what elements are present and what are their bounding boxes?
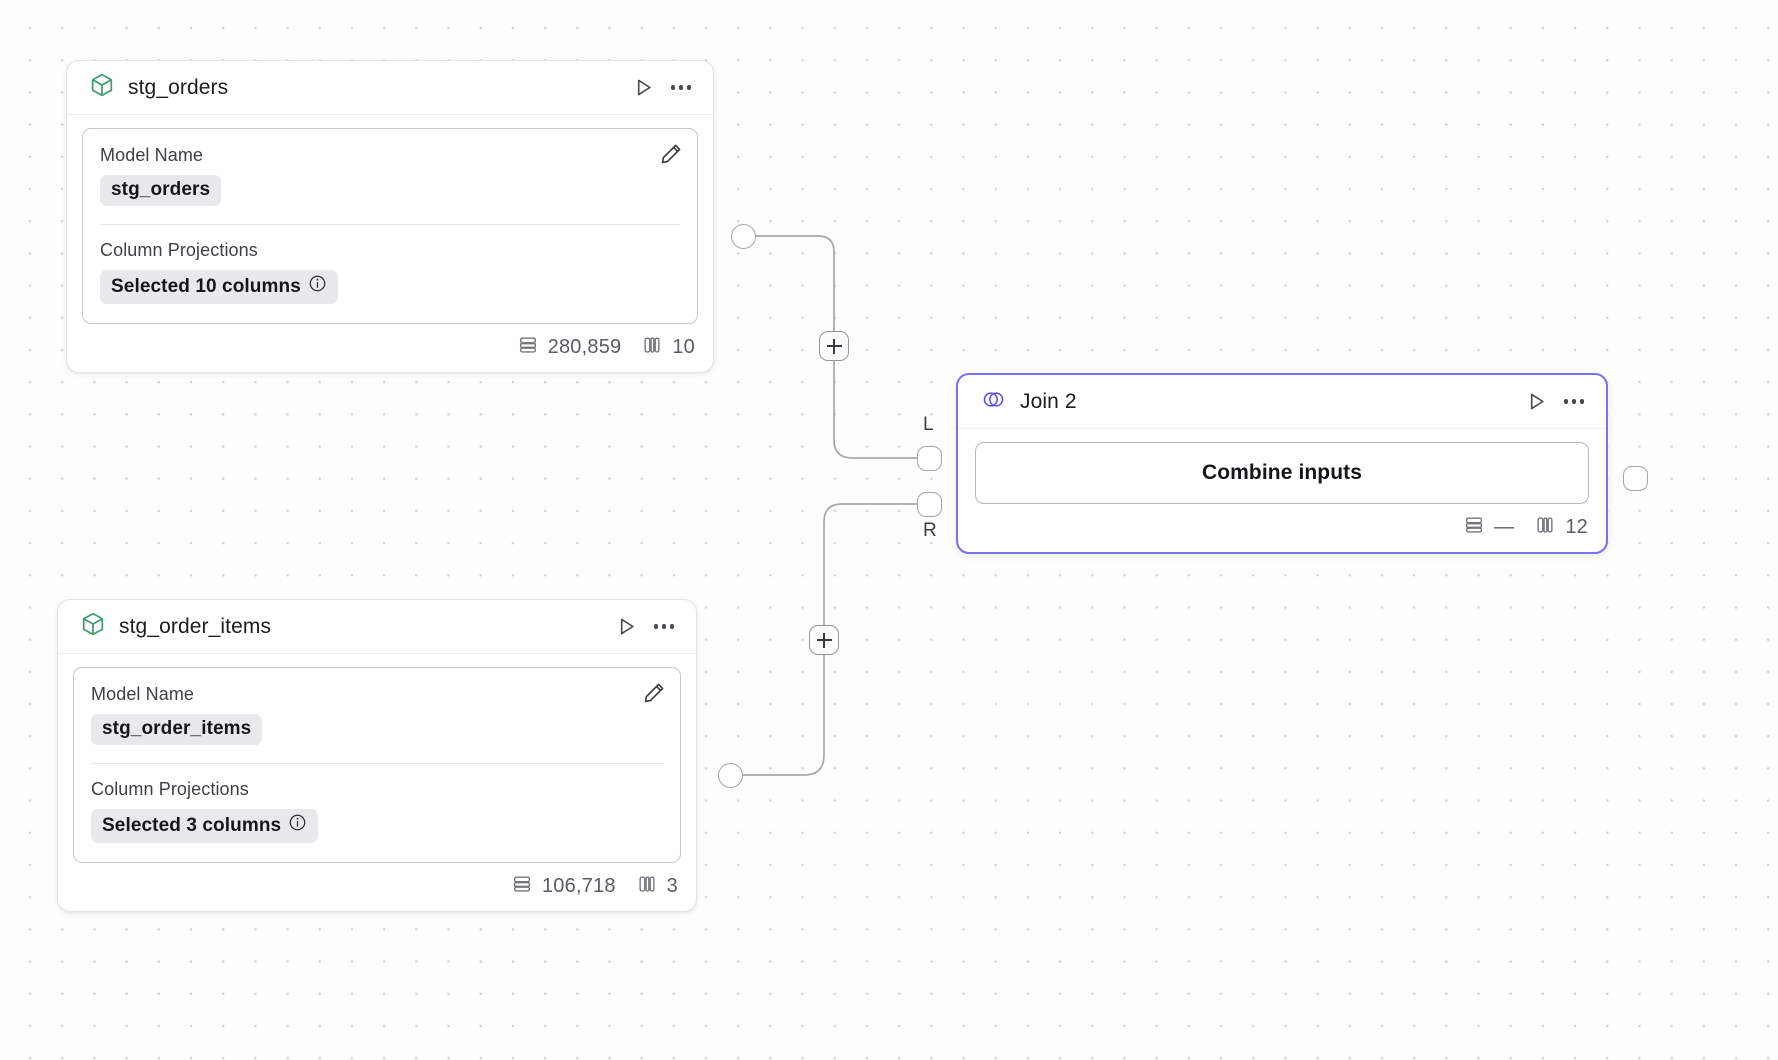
edit-pencil-icon[interactable] — [659, 142, 683, 166]
dots-glyph — [1563, 399, 1585, 404]
model-node-stg-order-items[interactable]: stg_order_items — [57, 599, 697, 912]
model-name-label: Model Name — [100, 145, 204, 165]
node-title: Join 2 — [1020, 389, 1077, 413]
row-count-stat: — — [1463, 514, 1514, 542]
cube-icon — [80, 611, 106, 642]
model-config-panel: Model Name stg_order_items Column Projec… — [73, 667, 681, 863]
add-node-on-edge-bottom[interactable] — [809, 625, 839, 655]
column-projections-label: Column Projections — [100, 240, 258, 260]
column-projections-text: Selected 10 columns — [111, 275, 301, 297]
panel-divider — [100, 224, 680, 225]
node-title: stg_orders — [128, 75, 229, 99]
info-icon[interactable] — [288, 813, 307, 838]
run-icon[interactable] — [630, 75, 656, 101]
cube-icon — [89, 72, 115, 103]
rows-icon — [517, 334, 539, 362]
column-projections-text: Selected 3 columns — [102, 814, 282, 836]
column-projections-value[interactable]: Selected 10 columns — [100, 270, 338, 304]
model-config-panel: Model Name stg_orders Column Projections… — [82, 128, 698, 324]
join-node-join-2[interactable]: Join 2 Combine inputs — [956, 373, 1608, 554]
node-header: stg_order_items — [58, 600, 696, 654]
panel-divider — [91, 763, 663, 764]
column-count-value: 12 — [1565, 516, 1588, 538]
more-options-icon[interactable] — [1562, 389, 1586, 415]
row-count-value: 280,859 — [547, 336, 622, 358]
venn-join-icon — [980, 386, 1007, 418]
run-icon[interactable] — [1523, 389, 1549, 415]
column-count-value: 10 — [672, 336, 695, 358]
left-input-port[interactable] — [917, 446, 942, 471]
columns-icon — [641, 334, 663, 362]
left-input-port-label: L — [923, 414, 934, 435]
model-name-value[interactable]: stg_order_items — [91, 714, 263, 745]
edit-pencil-icon[interactable] — [642, 681, 666, 705]
column-projections-label: Column Projections — [91, 779, 249, 799]
node-title: stg_order_items — [119, 614, 272, 638]
output-port-stg-orders[interactable] — [731, 224, 756, 249]
dots-glyph — [670, 85, 692, 90]
row-count-stat: 280,859 — [517, 334, 622, 362]
node-header: Join 2 — [958, 375, 1606, 429]
row-count-value: 106,718 — [541, 875, 616, 897]
columns-icon — [1534, 514, 1556, 542]
add-node-on-edge-top[interactable] — [819, 331, 849, 361]
more-options-icon[interactable] — [669, 75, 693, 101]
column-count-stat: 12 — [1534, 514, 1588, 542]
node-footer-stats: 106,718 3 — [58, 863, 696, 911]
model-name-label: Model Name — [91, 684, 195, 704]
run-icon[interactable] — [613, 614, 639, 640]
more-options-icon[interactable] — [652, 614, 676, 640]
model-node-stg-orders[interactable]: stg_orders Mod — [66, 60, 714, 373]
node-body: Model Name stg_order_items Column Projec… — [58, 654, 696, 863]
node-header: stg_orders — [67, 61, 713, 115]
column-count-stat: 3 — [636, 873, 678, 901]
rows-icon — [1463, 514, 1485, 542]
node-footer-stats: — 12 — [958, 504, 1606, 552]
output-port-stg-order-items[interactable] — [718, 763, 743, 788]
model-name-value[interactable]: stg_orders — [100, 175, 222, 206]
output-port-join-2[interactable] — [1623, 466, 1648, 491]
rows-icon — [511, 873, 533, 901]
columns-icon — [636, 873, 658, 901]
right-input-port-label: R — [923, 520, 938, 541]
combine-inputs-button[interactable]: Combine inputs — [975, 442, 1589, 504]
row-count-stat: 106,718 — [511, 873, 616, 901]
node-footer-stats: 280,859 10 — [67, 324, 713, 372]
node-body: Model Name stg_orders Column Projections… — [67, 115, 713, 324]
row-count-value: — — [1494, 516, 1515, 538]
dots-glyph — [653, 624, 675, 629]
column-count-value: 3 — [666, 875, 678, 897]
column-count-stat: 10 — [641, 334, 695, 362]
column-projections-value[interactable]: Selected 3 columns — [91, 809, 319, 843]
info-icon[interactable] — [308, 274, 327, 299]
right-input-port[interactable] — [917, 492, 942, 517]
